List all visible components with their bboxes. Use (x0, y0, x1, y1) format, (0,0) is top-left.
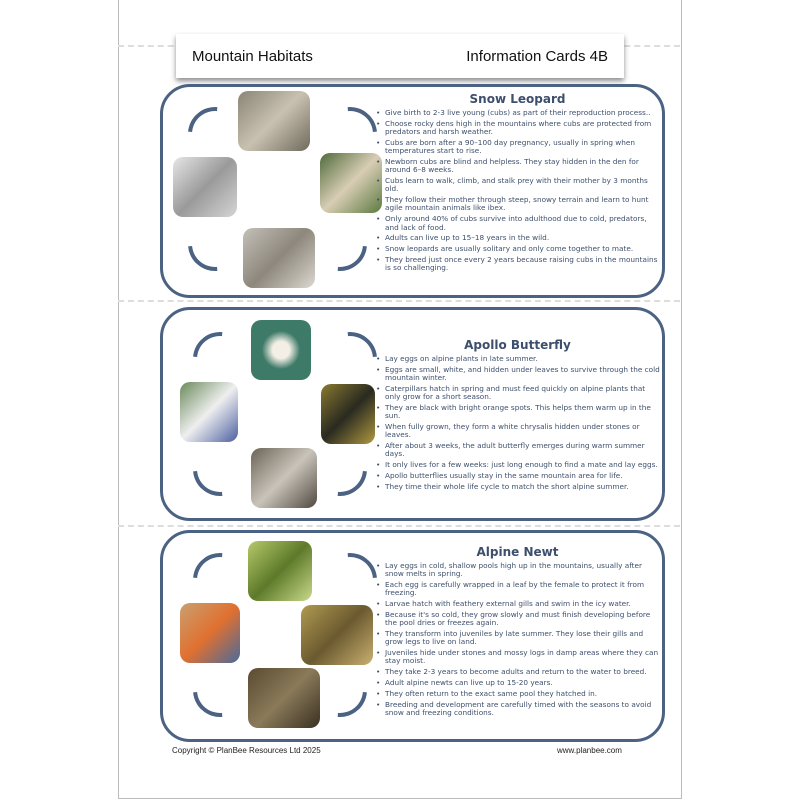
butterfly-eggs-photo (251, 320, 311, 380)
fact: Breeding and development are carefully t… (376, 700, 660, 718)
caterpillar-photo (321, 384, 375, 444)
fact: Apollo butterflies usually stay in the s… (376, 471, 660, 480)
fact: They transform into juveniles by late su… (376, 630, 660, 647)
card-title: Snow Leopard (469, 92, 566, 106)
fact: Cubs learn to walk, climb, and stalk pre… (376, 177, 660, 194)
cycle-arrow-icon (181, 651, 259, 729)
fact: Each egg is carefully wrapped in a leaf … (376, 581, 660, 598)
card-alpine-newt: Alpine Newt Lay eggs in cold, shallow po… (160, 530, 665, 742)
page-subtitle: Information Cards 4B (466, 47, 608, 65)
fact: Juveniles hide under stones and mossy lo… (376, 649, 660, 666)
leopard-cub-walking-photo (320, 153, 382, 213)
fact: They often return to the exact same pool… (376, 689, 660, 698)
card-title: Apollo Butterfly (464, 338, 571, 352)
fact: Adult alpine newts can live up to 15-20 … (376, 678, 660, 687)
adult-butterfly-photo (180, 382, 238, 442)
juvenile-newt-photo (248, 668, 320, 728)
fact: It only lives for a few weeks: just long… (376, 460, 660, 469)
fact: Cubs are born after a 90–100 day pregnan… (376, 138, 660, 156)
leopard-cubs-photo (238, 91, 310, 151)
copyright-text: Copyright © PlanBee Resources Ltd 2025 (172, 746, 321, 755)
cycle-arrow-icon (176, 205, 254, 283)
fact: Give birth to 2-3 live young (cubs) as p… (376, 108, 660, 117)
divider (118, 525, 680, 527)
fact: When fully grown, they form a white chry… (376, 423, 660, 440)
fact: Lay eggs in cold, shallow pools high up … (376, 561, 660, 579)
fact: Adults can live up to 15–18 years in the… (376, 234, 660, 243)
fact: Choose rocky dens high in the mountains … (376, 119, 660, 137)
header-bar: Mountain Habitats Information Cards 4B (176, 34, 624, 78)
chrysalis-photo (251, 448, 317, 508)
card-apollo-butterfly: Apollo Butterfly Lay eggs on alpine plan… (160, 307, 665, 521)
fact: They take 2-3 years to become adults and… (376, 667, 660, 676)
fact: Only around 40% of cubs survive into adu… (376, 215, 660, 232)
newt-larva-photo (301, 605, 373, 665)
website-link[interactable]: www.planbee.com (557, 746, 622, 755)
page-title: Mountain Habitats (192, 47, 313, 65)
fact: They are black with bright orange spots.… (376, 403, 660, 421)
adult-leopard-photo (173, 157, 237, 217)
fact: They follow their mother through steep, … (376, 196, 660, 213)
card-snow-leopard: Snow Leopard Give birth to 2-3 live youn… (160, 84, 665, 298)
adult-newt-photo (180, 603, 240, 663)
fact: Lay eggs on alpine plants in late summer… (376, 354, 660, 363)
fact: Newborn cubs are blind and helpless. The… (376, 157, 660, 175)
fact: They time their whole life cycle to matc… (376, 482, 660, 491)
fact: Eggs are small, white, and hidden under … (376, 365, 660, 383)
fact: Caterpillars hatch in spring and must fe… (376, 384, 660, 402)
cycle-arrow-icon (181, 430, 259, 508)
card-title: Alpine Newt (476, 545, 559, 559)
divider (118, 300, 680, 302)
fact: They breed just once every 2 years becau… (376, 255, 660, 273)
fact: Because it's so cold, they grow slowly a… (376, 610, 660, 628)
fact: Snow leopards are usually solitary and o… (376, 244, 660, 253)
newt-egg-leaf-photo (248, 541, 312, 601)
fact: Larvae hatch with feathery external gill… (376, 599, 660, 608)
leopard-resting-photo (243, 228, 315, 288)
fact: After about 3 weeks, the adult butterfly… (376, 442, 660, 459)
